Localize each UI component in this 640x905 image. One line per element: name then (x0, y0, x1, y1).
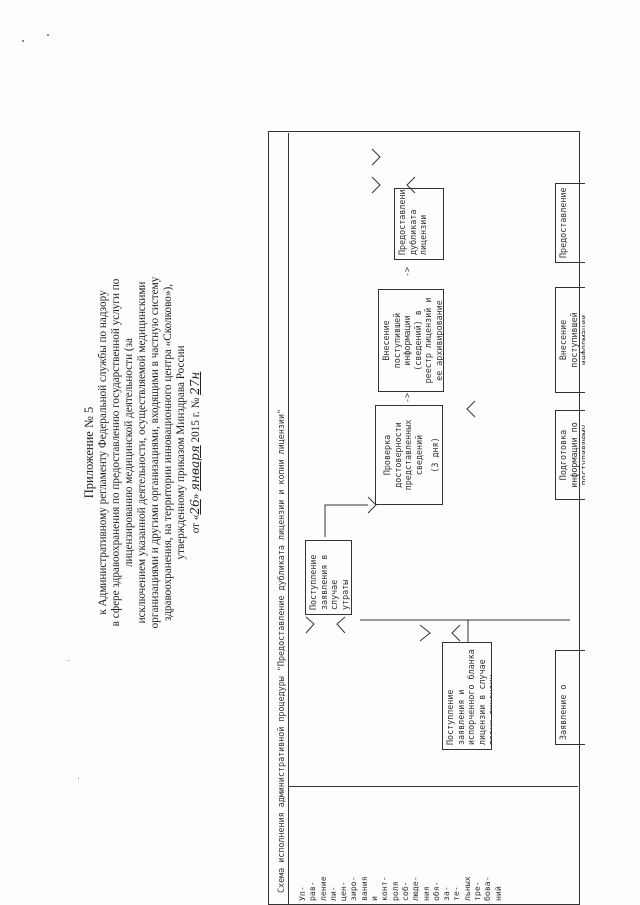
connector-loss-to-verification (324, 504, 368, 537)
scan-speck (68, 660, 69, 661)
scan-speck (47, 34, 49, 36)
chevron-arrow (451, 624, 461, 642)
scan-speck (22, 40, 24, 42)
chevron-arrow (305, 616, 315, 634)
chevron-arrow (367, 496, 377, 514)
arrow-verification-to-registry: -> (402, 392, 412, 403)
chevron-arrow (406, 176, 416, 194)
arrow-registry-to-duplicate: -> (402, 266, 412, 277)
chevron-arrow (336, 616, 346, 634)
chevron-arrow (371, 176, 381, 194)
scan-speck (78, 778, 79, 779)
chevron-arrow (466, 400, 476, 418)
chevron-arrow (371, 148, 381, 166)
chevron-arrow (419, 624, 431, 642)
